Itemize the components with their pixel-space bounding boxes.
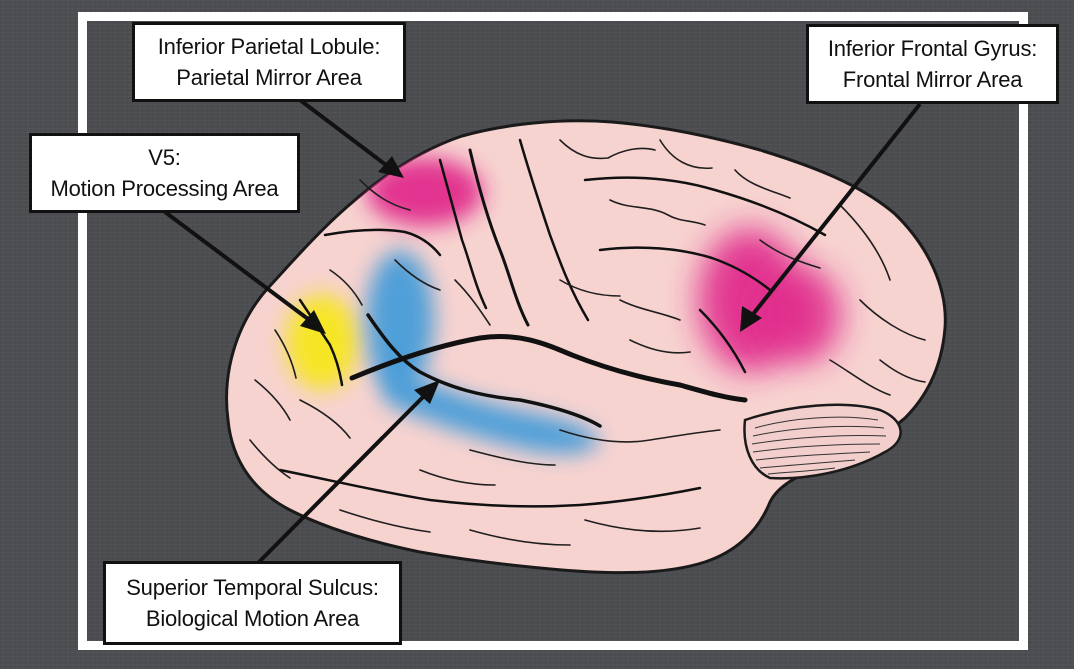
label-v5-line2: Motion Processing Area [51,173,279,204]
label-v5-line1: V5: [148,142,180,173]
label-inferior-frontal-gyrus: Inferior Frontal Gyrus: Frontal Mirror A… [806,24,1059,104]
label-ipl-line1: Inferior Parietal Lobule: [158,31,380,62]
arrow-ipl [300,100,404,178]
label-sts-line2: Biological Motion Area [146,603,359,634]
label-sts-line1: Superior Temporal Sulcus: [126,572,379,603]
label-superior-temporal-sulcus: Superior Temporal Sulcus: Biological Mot… [103,561,402,645]
label-ipl-line2: Parietal Mirror Area [176,62,362,93]
cerebellum [744,405,900,479]
label-v5: V5: Motion Processing Area [29,133,300,213]
label-ifg-line1: Inferior Frontal Gyrus: [828,33,1037,64]
label-inferior-parietal-lobule: Inferior Parietal Lobule: Parietal Mirro… [132,22,406,102]
brain-illustration [227,121,946,573]
label-ifg-line2: Frontal Mirror Area [843,64,1023,95]
